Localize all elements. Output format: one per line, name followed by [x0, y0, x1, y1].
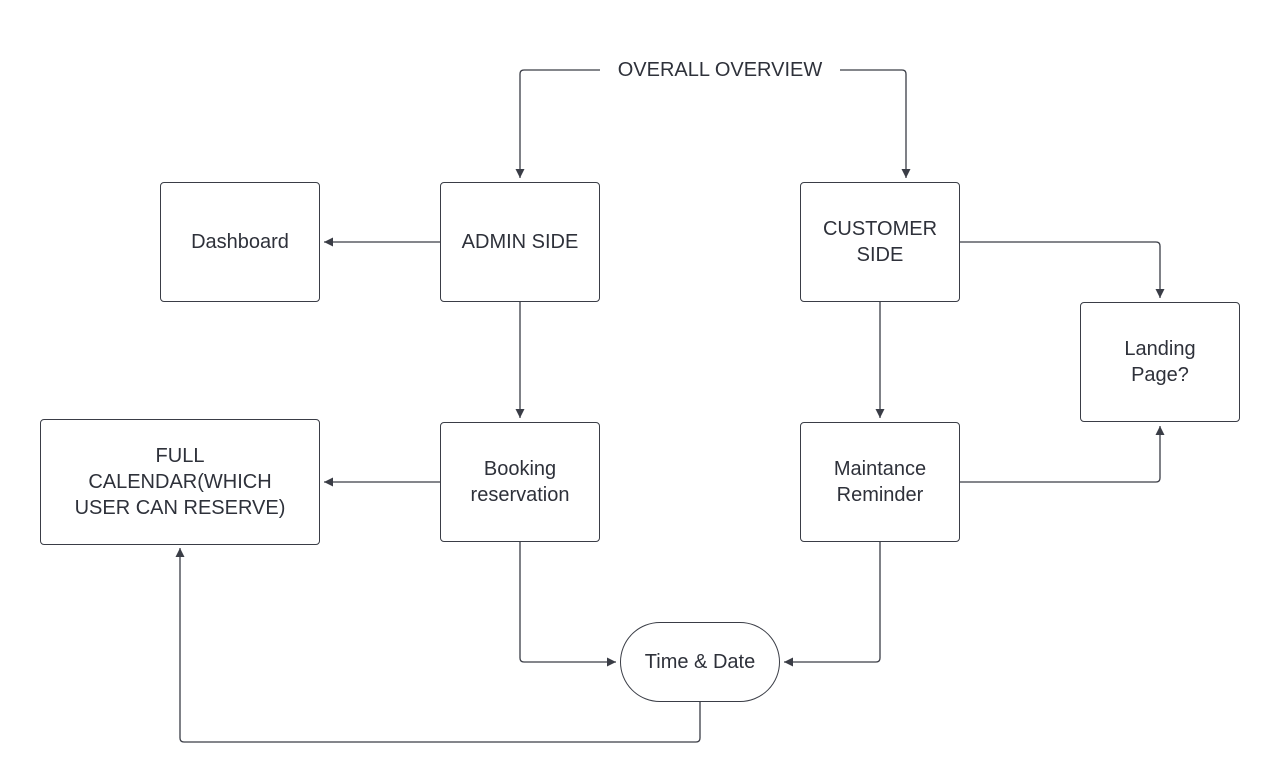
connector-overview-to-customer — [840, 69, 911, 178]
connector-reminder-to-landing — [960, 426, 1165, 483]
connector-customer-to-landing — [960, 241, 1165, 298]
dashboard-node[interactable]: Dashboard — [160, 182, 320, 302]
customer-side-node[interactable]: CUSTOMER SIDE — [800, 182, 960, 302]
admin-side-node[interactable]: ADMIN SIDE — [440, 182, 600, 302]
maintance-reminder-node[interactable]: Maintance Reminder — [800, 422, 960, 542]
full-calendar-node[interactable]: FULL CALENDAR(WHICH USER CAN RESERVE) — [40, 419, 320, 545]
landing-page-node[interactable]: Landing Page? — [1080, 302, 1240, 422]
overall-overview-label: OVERALL OVERVIEW — [600, 56, 840, 84]
connector-overview-to-admin — [515, 69, 600, 178]
connector-reminder-to-timedate — [784, 542, 881, 667]
connector-timedate-to-calendar — [175, 548, 701, 743]
connector-booking-to-timedate — [519, 542, 616, 667]
booking-reservation-node[interactable]: Booking reservation — [440, 422, 600, 542]
time-date-node[interactable]: Time & Date — [620, 622, 780, 702]
